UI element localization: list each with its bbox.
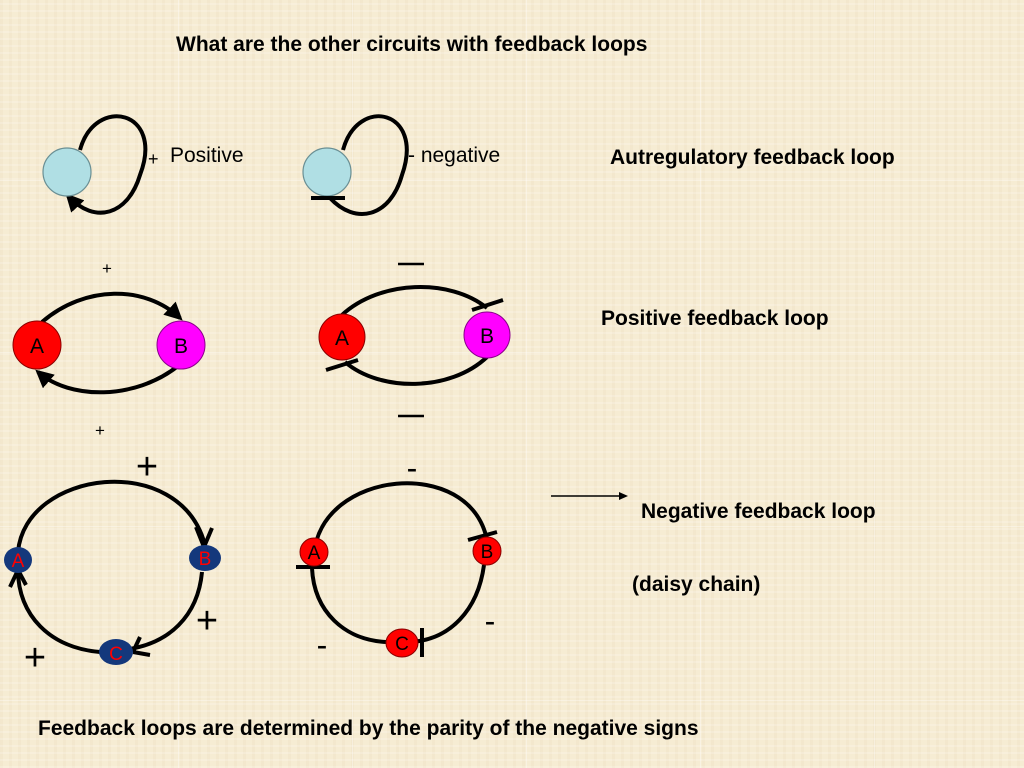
two-node-positive-sign: + xyxy=(102,259,112,278)
node-b-label: B xyxy=(481,542,494,563)
node-a xyxy=(299,537,329,567)
plus-sign-right: + xyxy=(196,600,218,642)
minus-sign-right: - xyxy=(485,603,496,639)
two-node-double-negative-loop: A B xyxy=(318,262,511,418)
autoregulatory-heading: Autregulatory feedback loop xyxy=(610,146,895,169)
repression-c-to-a xyxy=(310,567,387,644)
two-node-heading: Positive feedback loop xyxy=(601,307,829,330)
node-c-label: C xyxy=(109,644,123,665)
node-a xyxy=(12,320,62,370)
self-repression-loop xyxy=(302,114,409,216)
plus-sign-top: + xyxy=(136,446,158,488)
arc-b-to-c xyxy=(121,571,204,652)
self-repression-arc xyxy=(328,114,409,216)
slide-title: What are the other circuits with feedbac… xyxy=(176,33,648,56)
footer-statement: Feedback loops are determined by the par… xyxy=(38,717,699,740)
repression-a-to-b xyxy=(312,481,489,556)
minus-sign-top: - xyxy=(407,450,418,486)
node-c xyxy=(99,639,133,665)
autoregulatory-positive-label: Positive xyxy=(170,144,244,167)
node-b xyxy=(472,536,502,566)
three-node-subheading: (daisy chain) xyxy=(632,573,761,596)
node-a-label: A xyxy=(12,551,25,572)
arrowhead-c-bottom-icon xyxy=(132,650,151,657)
repression-a-to-b xyxy=(340,285,489,317)
node-a xyxy=(318,313,366,361)
two-node-double-positive-loop: A B xyxy=(12,291,206,395)
node-b xyxy=(189,545,221,571)
three-node-negative-loop: A B C - - - xyxy=(296,450,502,663)
node-b-label: B xyxy=(174,335,188,358)
self-activation-loop xyxy=(42,114,148,215)
node-b-label: B xyxy=(199,549,212,570)
repression-b-to-a xyxy=(343,355,489,386)
arrow-a-to-b xyxy=(40,291,183,324)
autoregulatory-positive-sign: + xyxy=(148,149,159,169)
minus-sign-left: - xyxy=(317,627,328,663)
arc-c-to-a xyxy=(16,569,101,654)
node-c xyxy=(385,628,419,658)
repression-bar-b-icon xyxy=(471,298,504,312)
plus-sign-left: + xyxy=(24,637,46,679)
three-node-heading: Negative feedback loop xyxy=(641,500,876,523)
node-b xyxy=(463,311,511,359)
node-a xyxy=(4,547,32,573)
arrowhead-b-left-icon xyxy=(194,526,206,548)
three-node-positive-loop: A B C + + + xyxy=(4,446,221,679)
arrow-b-to-a xyxy=(35,364,180,395)
three-node-positive-sign: + xyxy=(95,421,105,440)
repression-bar-b-icon xyxy=(467,530,498,542)
node-a-label: A xyxy=(335,327,349,350)
node-c-label: C xyxy=(395,634,409,655)
pointer-arrow-icon xyxy=(619,492,628,500)
arrowhead-b-right-icon xyxy=(202,527,214,548)
self-activation-arrow xyxy=(65,114,148,215)
arc-a-to-b xyxy=(16,479,207,553)
arrowhead-c-top-icon xyxy=(131,636,142,653)
node-a-label: A xyxy=(308,543,321,564)
autoregulatory-negative-label: - negative xyxy=(408,144,501,167)
node-b-label: B xyxy=(480,325,494,348)
self-repression-node xyxy=(302,147,352,197)
self-activation-node xyxy=(42,147,92,197)
node-b xyxy=(156,320,206,370)
node-a-label: A xyxy=(30,335,44,358)
repression-bar-a-icon xyxy=(325,358,359,372)
